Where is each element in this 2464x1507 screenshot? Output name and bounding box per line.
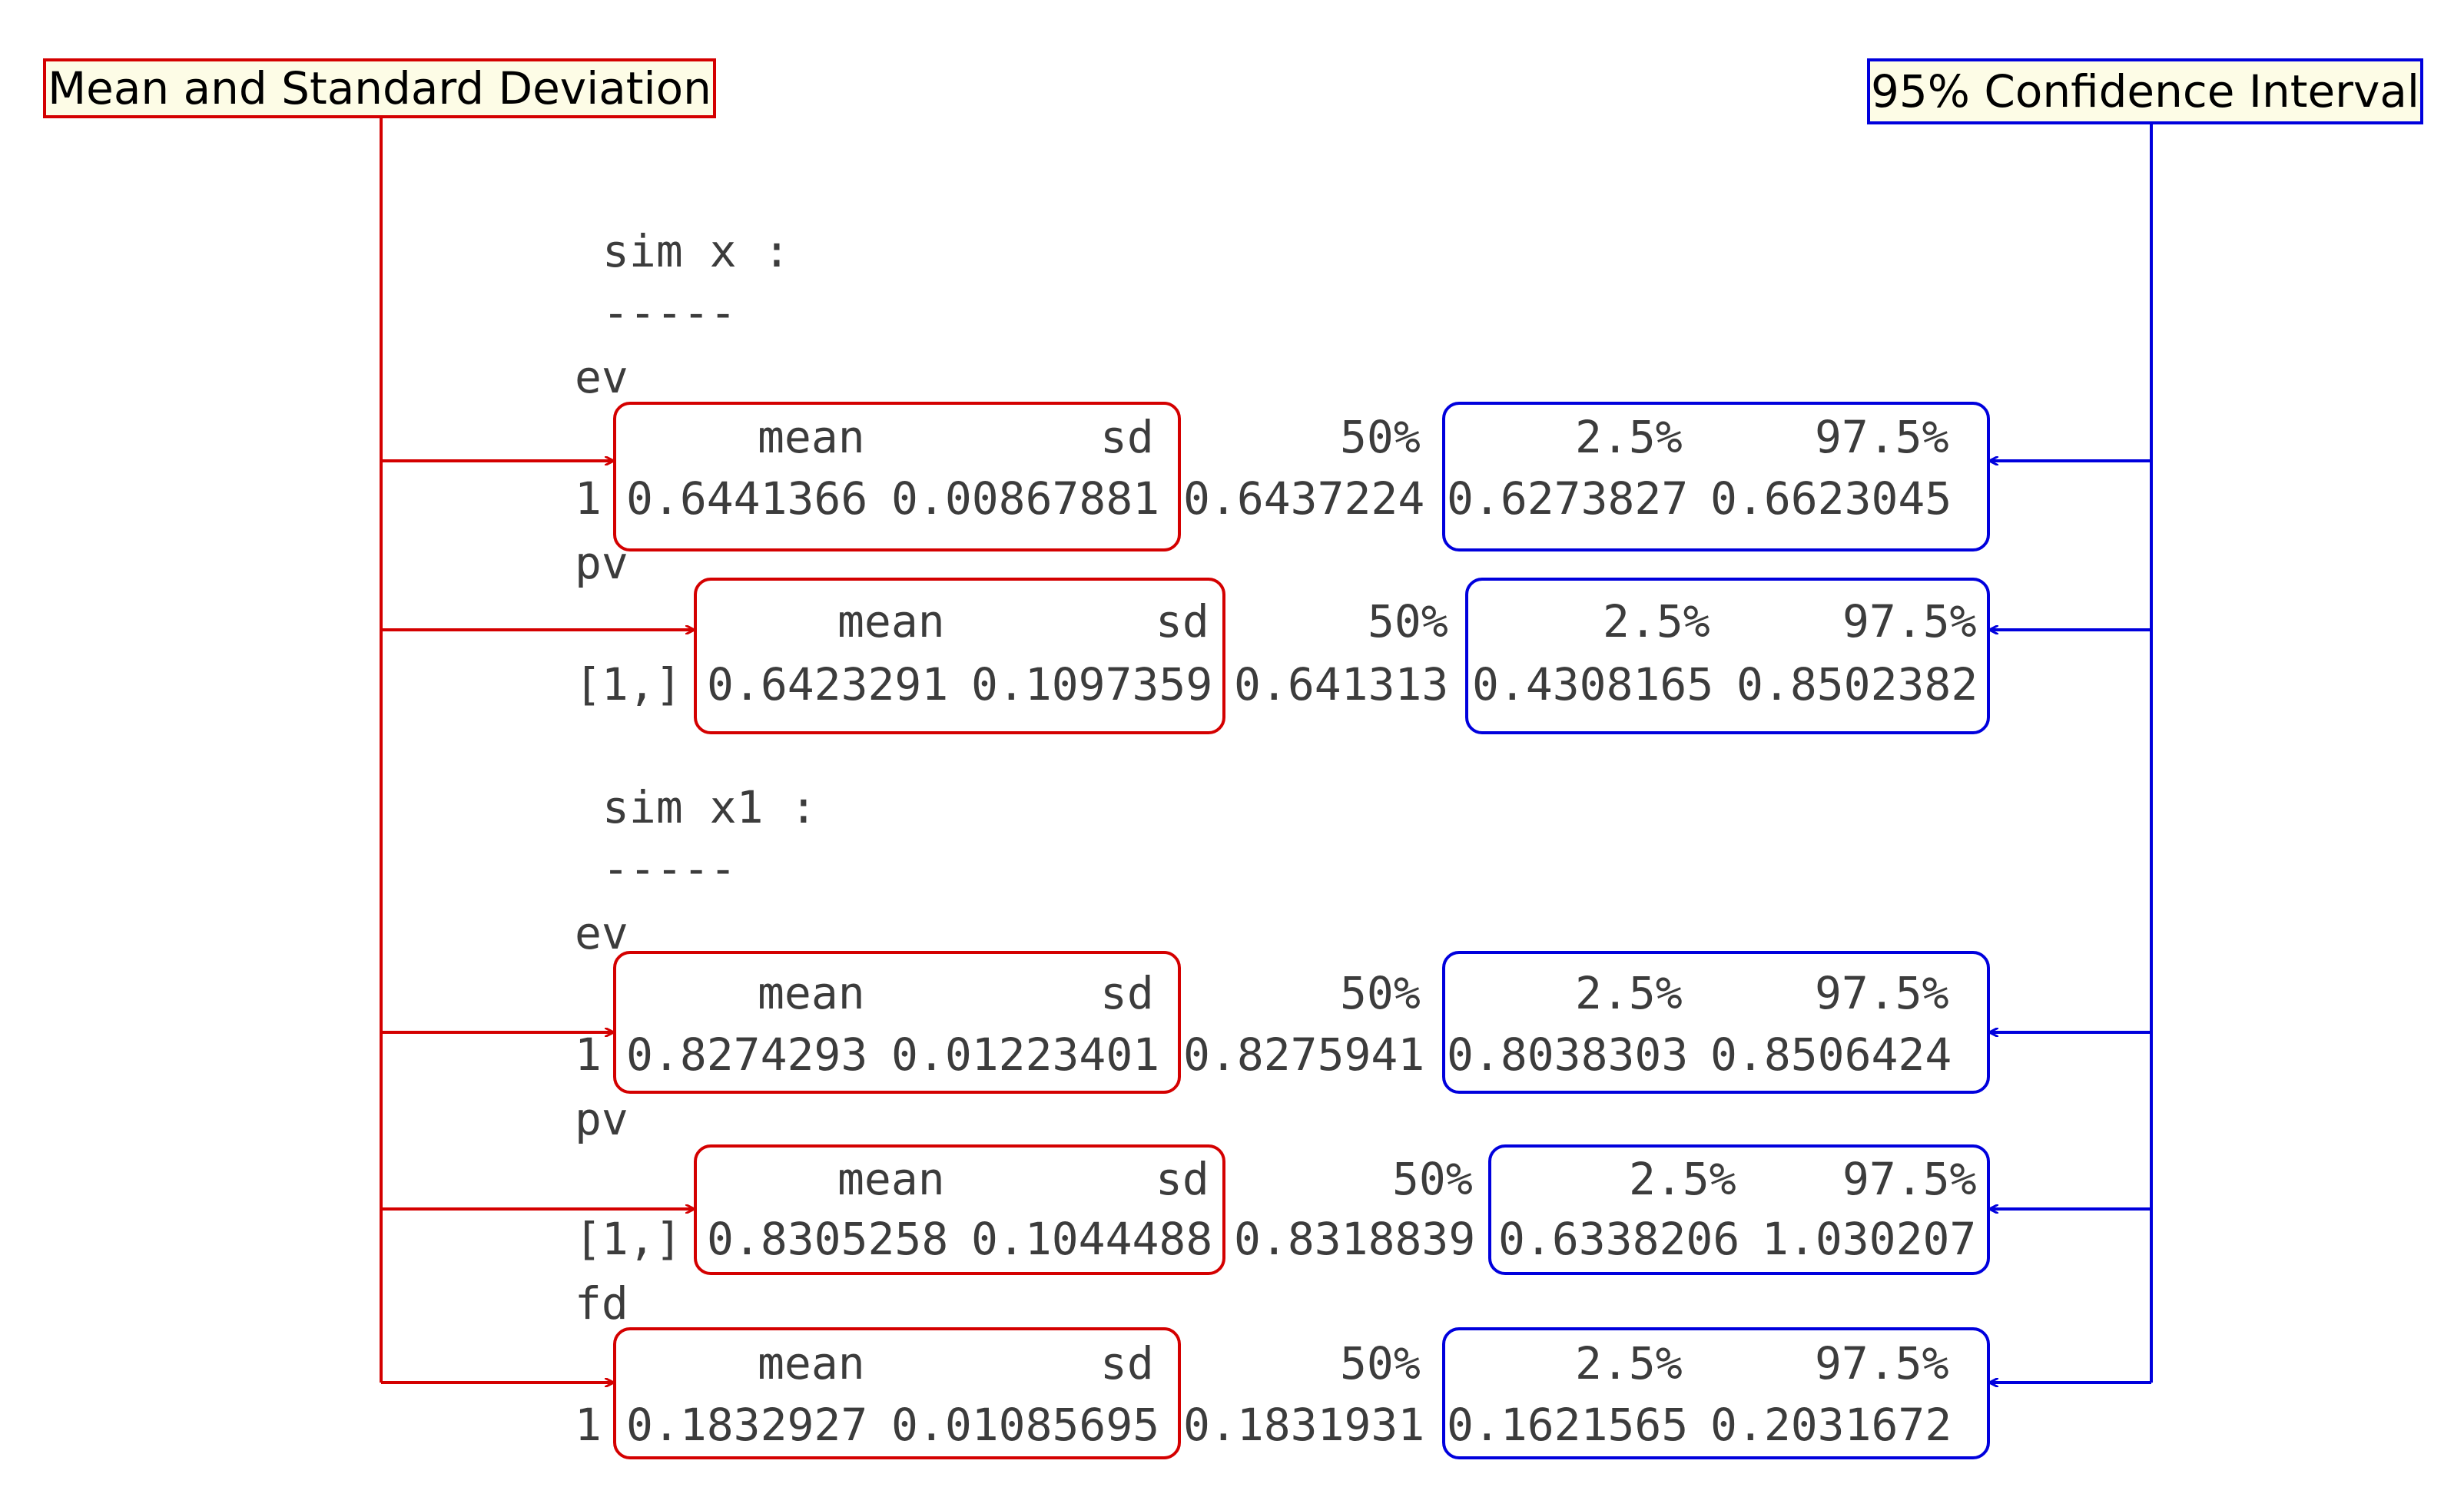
header-97-5: 97.5% xyxy=(1842,595,1977,648)
header-2-5: 2.5% xyxy=(1629,1153,1736,1205)
row-label: 1 xyxy=(575,1028,602,1081)
sim-title: sim x1 : xyxy=(602,781,817,833)
value-97-5: 1.030207 xyxy=(1762,1213,1977,1265)
sim-title: sim x : xyxy=(602,225,791,277)
header-97-5: 97.5% xyxy=(1815,411,1949,463)
value-50: 0.6437224 xyxy=(1183,472,1425,525)
value-50: 0.8275941 xyxy=(1183,1028,1425,1081)
value-50: 0.1831931 xyxy=(1183,1399,1425,1451)
sim-underline: ----- xyxy=(602,843,737,895)
value-97-5: 0.6623045 xyxy=(1710,472,1952,525)
section-name: ev xyxy=(575,351,628,403)
header-mean: mean xyxy=(758,411,865,463)
header-97-5: 97.5% xyxy=(1842,1153,1977,1205)
value-mean: 0.8274293 xyxy=(626,1028,868,1081)
header-mean: mean xyxy=(758,1337,865,1389)
value-sd: 0.1097359 xyxy=(971,658,1213,710)
mean-sd-box xyxy=(613,1327,1181,1459)
value-sd: 0.01223401 xyxy=(891,1028,1160,1081)
row-label: [1,] xyxy=(575,1213,682,1265)
section-name: pv xyxy=(575,537,628,589)
header-sd: sd xyxy=(1100,1337,1154,1389)
header-2-5: 2.5% xyxy=(1575,1337,1683,1389)
ci-box xyxy=(1442,1327,1990,1459)
confidence-interval-label: 95% Confidence Interval xyxy=(1867,58,2423,124)
value-2-5: 0.1621565 xyxy=(1447,1399,1689,1451)
ci-box xyxy=(1488,1144,1990,1275)
header-sd: sd xyxy=(1100,967,1154,1019)
mean-sd-box xyxy=(694,578,1225,734)
value-2-5: 0.4308165 xyxy=(1472,658,1714,710)
ci-box xyxy=(1442,402,1990,551)
header-sd: sd xyxy=(1100,411,1154,463)
mean-sd-box xyxy=(613,951,1181,1094)
header-mean: mean xyxy=(837,595,945,648)
header-2-5: 2.5% xyxy=(1575,967,1683,1019)
ci-box xyxy=(1442,951,1990,1094)
header-mean: mean xyxy=(837,1153,945,1205)
value-mean: 0.1832927 xyxy=(626,1399,868,1451)
section-name: pv xyxy=(575,1093,628,1145)
value-2-5: 0.6338206 xyxy=(1498,1213,1740,1265)
header-2-5: 2.5% xyxy=(1575,411,1683,463)
section-name: fd xyxy=(575,1277,628,1330)
header-50: 50% xyxy=(1340,967,1421,1019)
value-sd: 0.01085695 xyxy=(891,1399,1160,1451)
value-97-5: 0.8506424 xyxy=(1710,1028,1952,1081)
mean-sd-label: Mean and Standard Deviation xyxy=(43,58,716,118)
header-sd: sd xyxy=(1156,595,1209,648)
header-97-5: 97.5% xyxy=(1815,1337,1949,1389)
value-97-5: 0.2031672 xyxy=(1710,1399,1952,1451)
header-50: 50% xyxy=(1368,595,1448,648)
value-mean: 0.6441366 xyxy=(626,472,868,525)
value-97-5: 0.8502382 xyxy=(1736,658,1978,710)
value-sd: 0.00867881 xyxy=(891,472,1160,525)
row-label: 1 xyxy=(575,1399,602,1451)
value-sd: 0.1044488 xyxy=(971,1213,1213,1265)
header-mean: mean xyxy=(758,967,865,1019)
header-50: 50% xyxy=(1340,411,1421,463)
section-name: ev xyxy=(575,907,628,959)
header-sd: sd xyxy=(1156,1153,1209,1205)
value-mean: 0.6423291 xyxy=(707,658,949,710)
header-2-5: 2.5% xyxy=(1603,595,1710,648)
sim-underline: ----- xyxy=(602,286,737,339)
value-2-5: 0.6273827 xyxy=(1447,472,1689,525)
row-label: 1 xyxy=(575,472,602,525)
mean-sd-box xyxy=(694,1144,1225,1275)
header-97-5: 97.5% xyxy=(1815,967,1949,1019)
ci-box xyxy=(1465,578,1990,734)
header-50: 50% xyxy=(1392,1153,1473,1205)
mean-sd-box xyxy=(613,402,1181,551)
row-label: [1,] xyxy=(575,658,682,710)
value-50: 0.8318839 xyxy=(1234,1213,1476,1265)
value-50: 0.641313 xyxy=(1234,658,1449,710)
header-50: 50% xyxy=(1340,1337,1421,1389)
value-2-5: 0.8038303 xyxy=(1447,1028,1689,1081)
value-mean: 0.8305258 xyxy=(707,1213,949,1265)
